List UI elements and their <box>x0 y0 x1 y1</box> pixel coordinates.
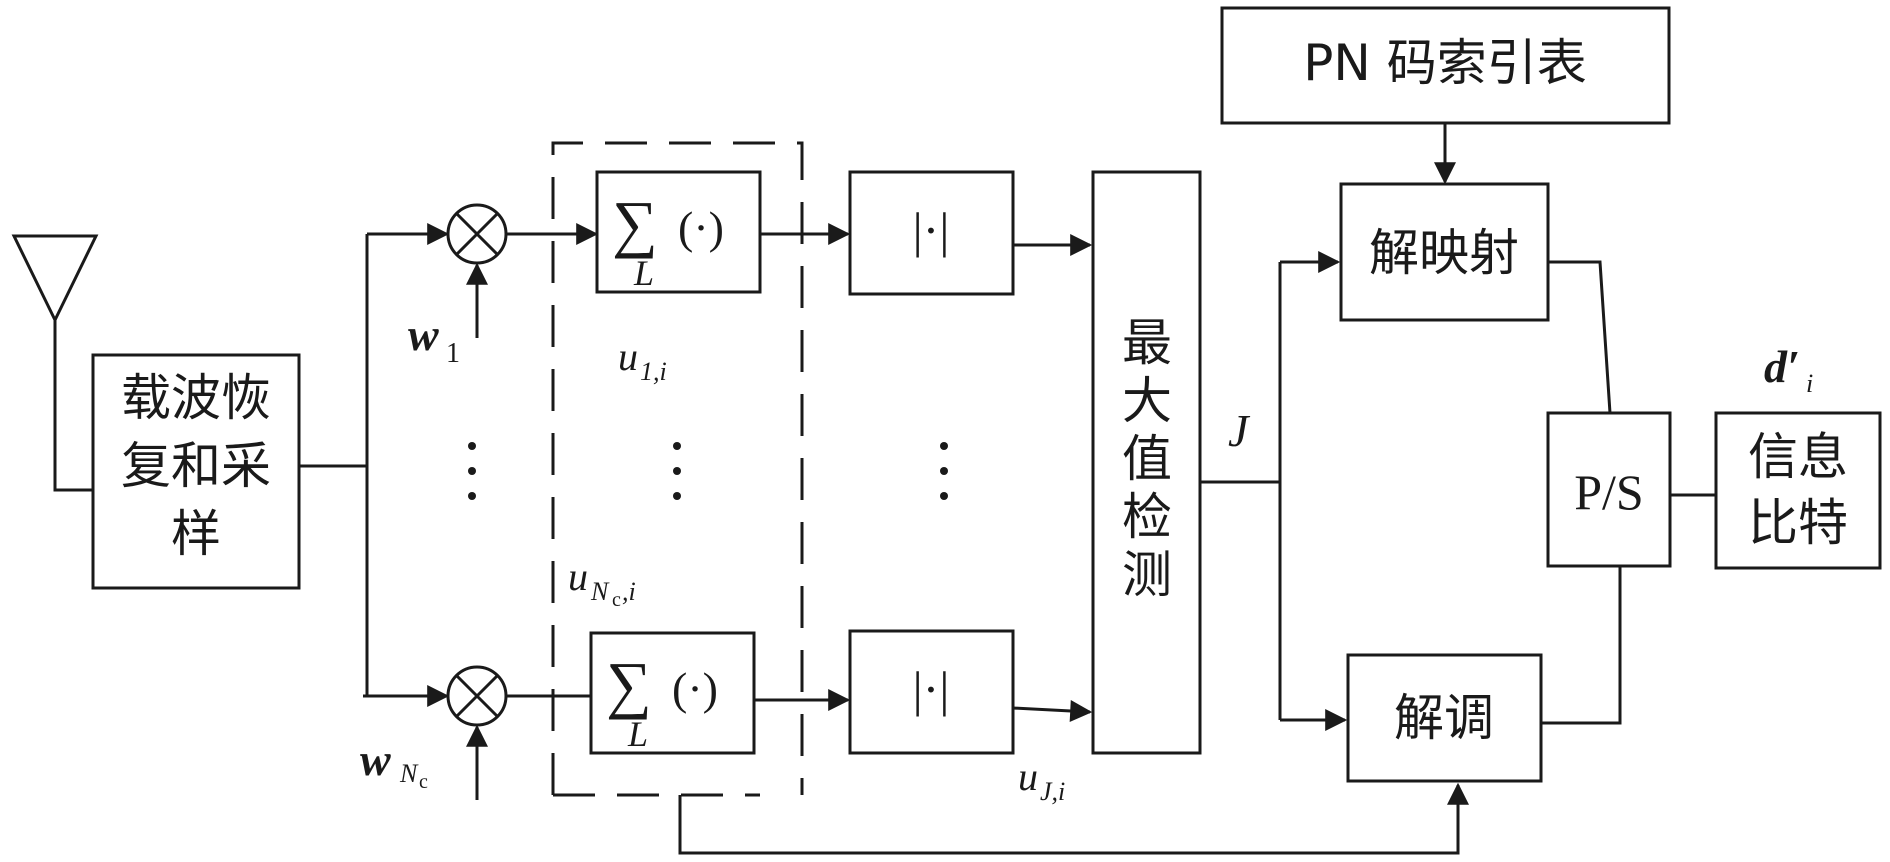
abs-block-bottom: |·| <box>848 629 1015 755</box>
svg-text:(·): (·) <box>672 663 718 714</box>
svg-text:L: L <box>633 253 654 293</box>
svg-text:d′: d′ <box>1764 341 1800 392</box>
svg-text:L: L <box>627 714 648 754</box>
svg-text:u: u <box>618 334 638 379</box>
svg-text:N: N <box>399 759 419 788</box>
svg-text:i: i <box>1806 369 1813 398</box>
summation-block-top: ∑ (·) L <box>595 170 762 294</box>
svg-text:解映射: 解映射 <box>1369 224 1519 282</box>
svg-text:比特: 比特 <box>1748 494 1848 552</box>
svg-text:P/S: P/S <box>1574 464 1644 520</box>
svg-text:(·): (·) <box>678 202 724 253</box>
svg-text:J,i: J,i <box>1040 777 1065 806</box>
svg-text:u: u <box>568 554 588 599</box>
wire-demap-to-ps <box>1548 260 1612 414</box>
svg-text:值: 值 <box>1122 430 1172 488</box>
svg-text:,i: ,i <box>622 577 636 606</box>
correlator-dashed-frame <box>551 141 804 795</box>
max-detection-block: 最 大 值 检 测 <box>1091 170 1202 755</box>
antenna-icon <box>11 234 99 492</box>
j-wires <box>1200 251 1348 731</box>
svg-text:w: w <box>408 309 439 360</box>
svg-text:大: 大 <box>1122 372 1172 430</box>
summation-block-bottom: ∑ (·) L <box>589 631 756 755</box>
demod-block: 解调 <box>1346 653 1543 783</box>
multiplier-top <box>446 203 508 265</box>
svg-text:测: 测 <box>1122 546 1172 604</box>
svg-text:w: w <box>360 734 391 785</box>
carrier-label-line-1: 载波恢 <box>121 369 271 427</box>
wn-label: w N c <box>360 734 428 793</box>
svg-text:N: N <box>590 577 610 606</box>
d-prime-label: d′ i <box>1764 341 1813 398</box>
sum-symbol: ∑ <box>606 649 652 720</box>
pn-table-block: PN 码索引表 <box>1220 6 1671 125</box>
carrier-recovery-block: 载波恢 复和采 样 <box>91 353 301 590</box>
uj-label: u J,i <box>1018 754 1065 806</box>
svg-text:PN 码索引表: PN 码索引表 <box>1303 34 1586 92</box>
w1-label: w 1 <box>408 309 460 369</box>
vdots-multiplier <box>468 442 476 500</box>
svg-text:u: u <box>1018 754 1038 799</box>
carrier-label-line-3: 样 <box>171 505 221 563</box>
wire-abs-to-max-bottom <box>1012 699 1093 722</box>
demap-block: 解映射 <box>1339 182 1550 322</box>
vdots-summation <box>673 442 681 500</box>
split-wires <box>299 223 450 707</box>
wire-demod-to-ps <box>1541 566 1622 725</box>
svg-text:1: 1 <box>446 338 460 369</box>
svg-text:信息: 信息 <box>1748 428 1848 486</box>
svg-text:解调: 解调 <box>1394 689 1494 747</box>
u1-label: u 1,i <box>618 334 667 386</box>
sum-symbol: ∑ <box>612 188 658 259</box>
abs-block-top: |·| <box>848 170 1015 296</box>
svg-text:最: 最 <box>1122 314 1172 372</box>
vdots-abs <box>940 442 948 500</box>
svg-text:c: c <box>612 589 621 611</box>
un-label: u N c ,i <box>568 554 636 611</box>
svg-text:c: c <box>419 771 428 793</box>
svg-text:|·|: |·| <box>913 661 950 717</box>
ps-block: P/S <box>1546 411 1672 568</box>
info-bits-block: 信息 比特 <box>1714 411 1882 570</box>
multiplier-bottom <box>446 665 508 727</box>
svg-text:检: 检 <box>1122 488 1172 546</box>
wire-feedback-to-demod <box>678 782 1469 855</box>
j-label: J <box>1228 405 1251 456</box>
svg-text:|·|: |·| <box>913 202 950 258</box>
svg-text:1,i: 1,i <box>640 357 667 386</box>
carrier-label-line-2: 复和采 <box>121 437 271 495</box>
